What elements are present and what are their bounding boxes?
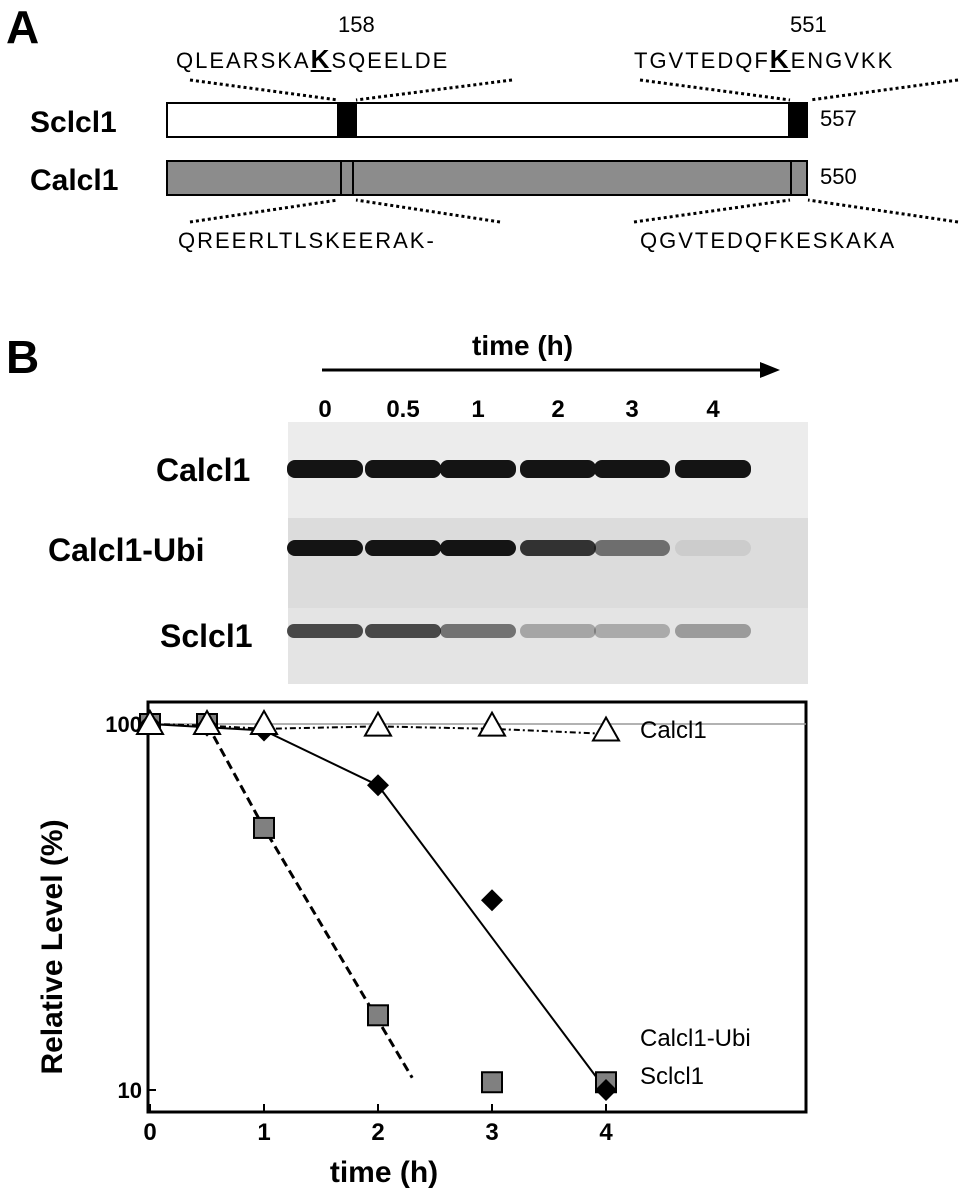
series-label: Sclcl1 bbox=[640, 1063, 704, 1090]
sc-site1-sequence: QLEARSKAKSQEELDE bbox=[176, 44, 449, 75]
connector-line bbox=[633, 198, 791, 224]
plot-frame bbox=[146, 700, 808, 1114]
connector-line bbox=[355, 198, 501, 224]
data-point-triangle bbox=[249, 708, 279, 735]
decay-chart: 0 1 2 3 4 10 100 time (h) Relative Level (%) Calc… bbox=[36, 700, 808, 1189]
connector-line bbox=[807, 198, 959, 224]
timepoint-label: 3 bbox=[625, 396, 639, 423]
blot-band bbox=[594, 460, 670, 478]
site1-position: 158 bbox=[338, 12, 375, 37]
blot-band bbox=[365, 624, 441, 638]
sc-site1-pre: QLEARSKA bbox=[176, 48, 311, 73]
data-point-triangle bbox=[591, 715, 621, 742]
data-point-triangle bbox=[477, 710, 507, 737]
sc-site2-post: ENGVKK bbox=[790, 48, 895, 73]
ca-site1-marker bbox=[340, 160, 354, 196]
data-point-square bbox=[481, 1071, 503, 1094]
series-label: Calcl1-Ubi bbox=[640, 1025, 751, 1052]
blot-band bbox=[675, 460, 751, 478]
sc-site2-lysine: K bbox=[769, 44, 791, 74]
blot-label-calcl1: Calcl1 bbox=[156, 452, 251, 488]
blot-band bbox=[365, 460, 441, 478]
sc-site2-pre: TGVTEDQF bbox=[634, 48, 770, 73]
ca-protein-bar bbox=[166, 160, 808, 196]
x-tick-label: 1 bbox=[257, 1119, 270, 1146]
blot-label-sclcl1: Sclcl1 bbox=[160, 618, 253, 654]
sc-site1-lysine: K bbox=[310, 44, 332, 74]
sc-site2-block bbox=[788, 102, 808, 138]
blot-label-calcl1-ubi: Calcl1-Ubi bbox=[48, 532, 205, 568]
blot-band bbox=[440, 540, 516, 556]
data-point-square bbox=[367, 1004, 389, 1027]
timepoint-label: 0 bbox=[318, 396, 332, 423]
panel-b-label: B bbox=[6, 331, 40, 383]
blot-band bbox=[594, 540, 670, 556]
blot-band bbox=[287, 540, 363, 556]
x-tick-label: 4 bbox=[599, 1119, 613, 1146]
data-point-triangle bbox=[363, 710, 393, 737]
x-tick-label: 3 bbox=[485, 1119, 498, 1146]
timepoint-label: 0.5 bbox=[386, 396, 420, 423]
ca-protein-label: Calcl1 bbox=[30, 164, 119, 197]
connector-line bbox=[639, 78, 791, 102]
x-tick-label: 0 bbox=[143, 1119, 156, 1146]
y-axis-label: Relative Level (%) bbox=[36, 819, 69, 1074]
x-tick-label: 2 bbox=[371, 1119, 384, 1146]
blot-band bbox=[594, 624, 670, 638]
connector-line bbox=[809, 78, 959, 102]
data-point-diamond bbox=[595, 1079, 617, 1101]
panel-a-label: A bbox=[6, 1, 40, 53]
sc-site1-block bbox=[337, 102, 357, 138]
data-point-triangle bbox=[192, 708, 222, 735]
panel-a-connectors bbox=[189, 78, 959, 224]
blot-band bbox=[520, 460, 596, 478]
x-axis-label: time (h) bbox=[330, 1156, 438, 1189]
sc-protein-label: Sclcl1 bbox=[30, 106, 117, 139]
sc-site2-sequence: TGVTEDQFKENGVKK bbox=[634, 44, 894, 75]
ca-site2-sequence: QGVTEDQFKESKAKA bbox=[640, 228, 897, 253]
connector-line bbox=[189, 78, 339, 102]
blot-band bbox=[287, 460, 363, 478]
blot-band bbox=[520, 624, 596, 638]
blot-band bbox=[440, 624, 516, 638]
timepoint-label: 1 bbox=[471, 396, 485, 423]
data-point-square bbox=[253, 816, 275, 839]
blot-band bbox=[675, 624, 751, 638]
site2-position: 551 bbox=[790, 12, 827, 37]
time-arrow bbox=[322, 362, 780, 378]
data-point-diamond bbox=[367, 774, 389, 797]
ca-length: 550 bbox=[820, 164, 857, 189]
timepoint-label: 4 bbox=[706, 396, 720, 423]
timepoint-label: 2 bbox=[551, 396, 565, 423]
timepoint-row: 0 0.5 1 2 3 4 bbox=[0, 396, 962, 426]
blot-band bbox=[520, 540, 596, 556]
blot-band bbox=[440, 460, 516, 478]
series-label: Calcl1 bbox=[640, 717, 707, 744]
sc-protein-bar bbox=[166, 102, 808, 138]
blot-band bbox=[365, 540, 441, 556]
y-tick-label: 10 bbox=[118, 1078, 142, 1103]
sc-length: 557 bbox=[820, 106, 857, 131]
western-blot bbox=[287, 422, 808, 684]
connector-line bbox=[189, 198, 339, 224]
time-axis-label: time (h) bbox=[472, 330, 574, 361]
data-point-triangle bbox=[135, 708, 165, 735]
blot-band bbox=[675, 540, 751, 556]
sc-site1-post: SQEELDE bbox=[331, 48, 450, 73]
blot-band bbox=[287, 624, 363, 638]
connector-line bbox=[355, 78, 513, 102]
ca-site1-sequence: QREERLTLSKEERAK- bbox=[178, 228, 436, 253]
data-point-diamond bbox=[481, 889, 503, 912]
ca-site2-marker bbox=[790, 160, 804, 196]
y-tick-label: 100 bbox=[105, 712, 142, 737]
